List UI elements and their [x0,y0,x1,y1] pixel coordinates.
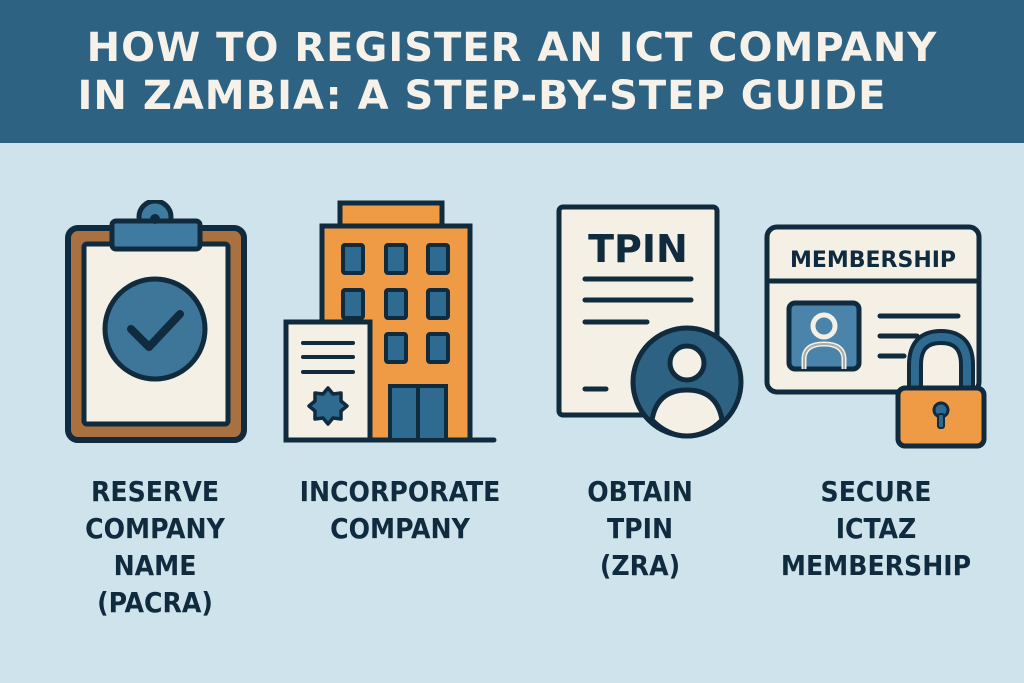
tpin-document-user-icon: TPIN [556,204,744,439]
membership-card-lock-icon: MEMBERSHIP [764,224,987,449]
clipboard-check-icon [65,200,247,443]
membership-text: MEMBERSHIP [790,248,956,273]
step-4-label: SECURE ICTAZ MEMBERSHIP [780,475,972,582]
page-title-line-2: IN ZAMBIA: A STEP-BY-STEP GUIDE [77,72,887,119]
tpin-text: TPIN [588,227,688,271]
header-banner: HOW TO REGISTER AN ICT COMPANY IN ZAMBIA… [0,0,1024,143]
page-title-line-1: HOW TO REGISTER AN ICT COMPANY [86,24,938,71]
office-building-certificate-icon [283,200,497,443]
step-1-label: RESERVE COMPANY NAME (PACRA) [85,475,225,619]
step-2-label: INCORPORATE COMPANY [299,475,501,545]
step-3-label: OBTAIN TPIN (ZRA) [587,475,693,582]
